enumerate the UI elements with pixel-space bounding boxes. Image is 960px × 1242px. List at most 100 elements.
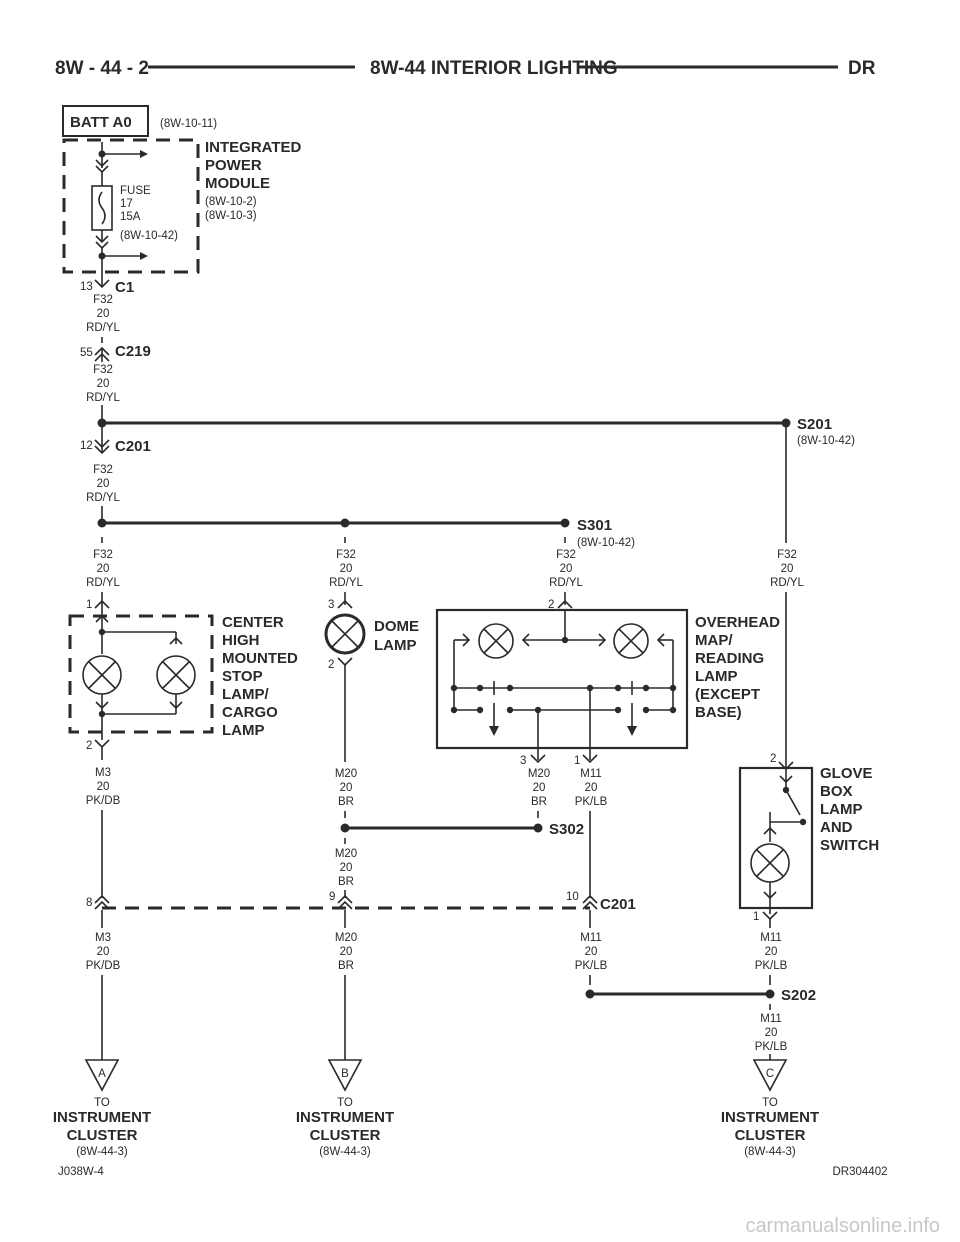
- chmsl-in-pin: 1: [86, 599, 92, 611]
- footer-right-code: DR304402: [833, 1166, 888, 1178]
- s302-splice-node: [533, 823, 543, 833]
- ipm-label-2: POWER: [205, 157, 262, 174]
- ovh-in-pin: 2: [548, 599, 554, 611]
- c1-label: C1: [115, 279, 134, 296]
- wire-m11-2-code: M11: [580, 932, 602, 944]
- s302-label: S302: [549, 821, 584, 838]
- wire-m3-1-gauge: 20: [97, 781, 110, 793]
- wire-f32-1-code: F32: [93, 294, 113, 306]
- wire-f32-ovh-color: RD/YL: [549, 577, 583, 589]
- ovh-out3-pin: 3: [520, 755, 526, 767]
- ovh-out1-pin: 1: [574, 755, 580, 767]
- wire-m11-3-gauge: 20: [765, 946, 778, 958]
- dest-c-triangle: [752, 1059, 788, 1092]
- chmsl-bulbs: [82, 604, 196, 740]
- chmsl-label-1: CENTER: [222, 614, 284, 631]
- c201-bottom-pins: [94, 894, 598, 910]
- wire-f32-dome-code: F32: [336, 549, 356, 561]
- glove-box: [738, 766, 814, 910]
- dome-in-pin: 3: [328, 599, 334, 611]
- dest-c-to: TO: [762, 1097, 778, 1109]
- c201-pin-8: 8: [86, 897, 92, 909]
- wire-f32-glove-color: RD/YL: [770, 577, 804, 589]
- wire-m11-1-gauge: 20: [585, 782, 598, 794]
- dest-b-label-2: CLUSTER: [310, 1127, 381, 1144]
- c1-pin: 13: [80, 281, 93, 293]
- wire-f32-ovh-code: F32: [556, 549, 576, 561]
- c201-top-label: C201: [115, 438, 151, 455]
- wire-m3-1-code: M3: [95, 767, 111, 779]
- ipm-box: [62, 138, 200, 274]
- ipm-label-3: MODULE: [205, 175, 270, 192]
- model-code: DR: [848, 58, 876, 79]
- glove-in-pin: 2: [770, 753, 776, 765]
- dome-out-pin: 2: [328, 659, 334, 671]
- wire-f32-3-code: F32: [93, 464, 113, 476]
- dome-label-1: DOME: [374, 618, 419, 635]
- wire-m20-1-code: M20: [335, 768, 357, 780]
- page-number: 8W - 44 - 2: [55, 58, 149, 79]
- overhead-label-6: BASE): [695, 704, 742, 721]
- dest-c-letter: C: [766, 1068, 774, 1080]
- ovh-out3-pin-symbol: [530, 754, 546, 764]
- dest-c-label-1: INSTRUMENT: [721, 1109, 819, 1126]
- dome-in-pin-symbol: [337, 599, 353, 609]
- watermark: carmanualsonline.info: [745, 1215, 940, 1237]
- c201-top-pin-symbol: [94, 439, 110, 449]
- c201-top-pin: 12: [80, 440, 93, 452]
- wire-m20-2-gauge: 20: [340, 862, 353, 874]
- batt-label: BATT A0: [70, 114, 132, 131]
- s301-label: S301: [577, 517, 612, 534]
- fuse-assembly: [91, 142, 148, 270]
- wire-m11-3-code: M11: [760, 932, 782, 944]
- dest-a-ref: (8W-44-3): [76, 1146, 128, 1158]
- chmsl-label-5: LAMP/: [222, 686, 269, 703]
- wire-m20-1-gauge: 20: [340, 782, 353, 794]
- wire-m20-4-code: M20: [335, 932, 357, 944]
- batt-ref: (8W-10-11): [160, 118, 217, 130]
- dest-a-label-2: CLUSTER: [67, 1127, 138, 1144]
- dome-label-2: LAMP: [374, 637, 417, 654]
- wire-m20-2-code: M20: [335, 848, 357, 860]
- c201-pin-9: 9: [329, 891, 335, 903]
- wire-f32-3-color: RD/YL: [86, 492, 120, 504]
- wire-m3-2-color: PK/DB: [86, 960, 121, 972]
- wire-f32-1-color: RD/YL: [86, 322, 120, 334]
- chmsl-in-pin-symbol: [94, 599, 110, 609]
- chmsl-label-3: MOUNTED: [222, 650, 298, 667]
- wire-m20-3-code: M20: [528, 768, 550, 780]
- wire-m11-2-gauge: 20: [585, 946, 598, 958]
- glove-out-pin: 1: [753, 911, 759, 923]
- wire-m20-3-color: BR: [531, 796, 547, 808]
- c201-pin-10: 10: [566, 891, 579, 903]
- wire-m3-1-color: PK/DB: [86, 795, 121, 807]
- wire-m11-4-color: PK/LB: [755, 1041, 788, 1053]
- dest-b-label-1: INSTRUMENT: [296, 1109, 394, 1126]
- s202-label: S202: [781, 987, 816, 1004]
- dest-b-triangle: [327, 1059, 363, 1092]
- glove-label-2: BOX: [820, 783, 853, 800]
- wire-f32-ovh-gauge: 20: [560, 563, 573, 575]
- chmsl-label-7: LAMP: [222, 722, 265, 739]
- c1-pin-symbol: [94, 279, 110, 289]
- c219-label: C219: [115, 343, 151, 360]
- wire-m3-2-gauge: 20: [97, 946, 110, 958]
- dest-b-ref: (8W-44-3): [319, 1146, 371, 1158]
- ipm-ref-2: (8W-10-3): [205, 210, 257, 222]
- s202-splice-node: [765, 989, 775, 999]
- wire-m11-1-color: PK/LB: [575, 796, 608, 808]
- batt-box: [62, 105, 149, 137]
- wire-f32-2-code: F32: [93, 364, 113, 376]
- dest-a-letter: A: [98, 1068, 106, 1080]
- wire-f32-1-gauge: 20: [97, 308, 110, 320]
- wire-m20-4-gauge: 20: [340, 946, 353, 958]
- footer-left-code: J038W-4: [58, 1166, 104, 1178]
- wire-m11-2-color: PK/LB: [575, 960, 608, 972]
- s301-splice-node: [560, 518, 570, 528]
- ovh-out1-pin-symbol: [582, 754, 598, 764]
- fuse-label-4: (8W-10-42): [120, 230, 178, 242]
- dome-out-pin-symbol: [337, 657, 353, 667]
- glove-label-3: LAMP: [820, 801, 863, 818]
- chmsl-out-pin: 2: [86, 740, 92, 752]
- wire-f32-chmsl-code: F32: [93, 549, 113, 561]
